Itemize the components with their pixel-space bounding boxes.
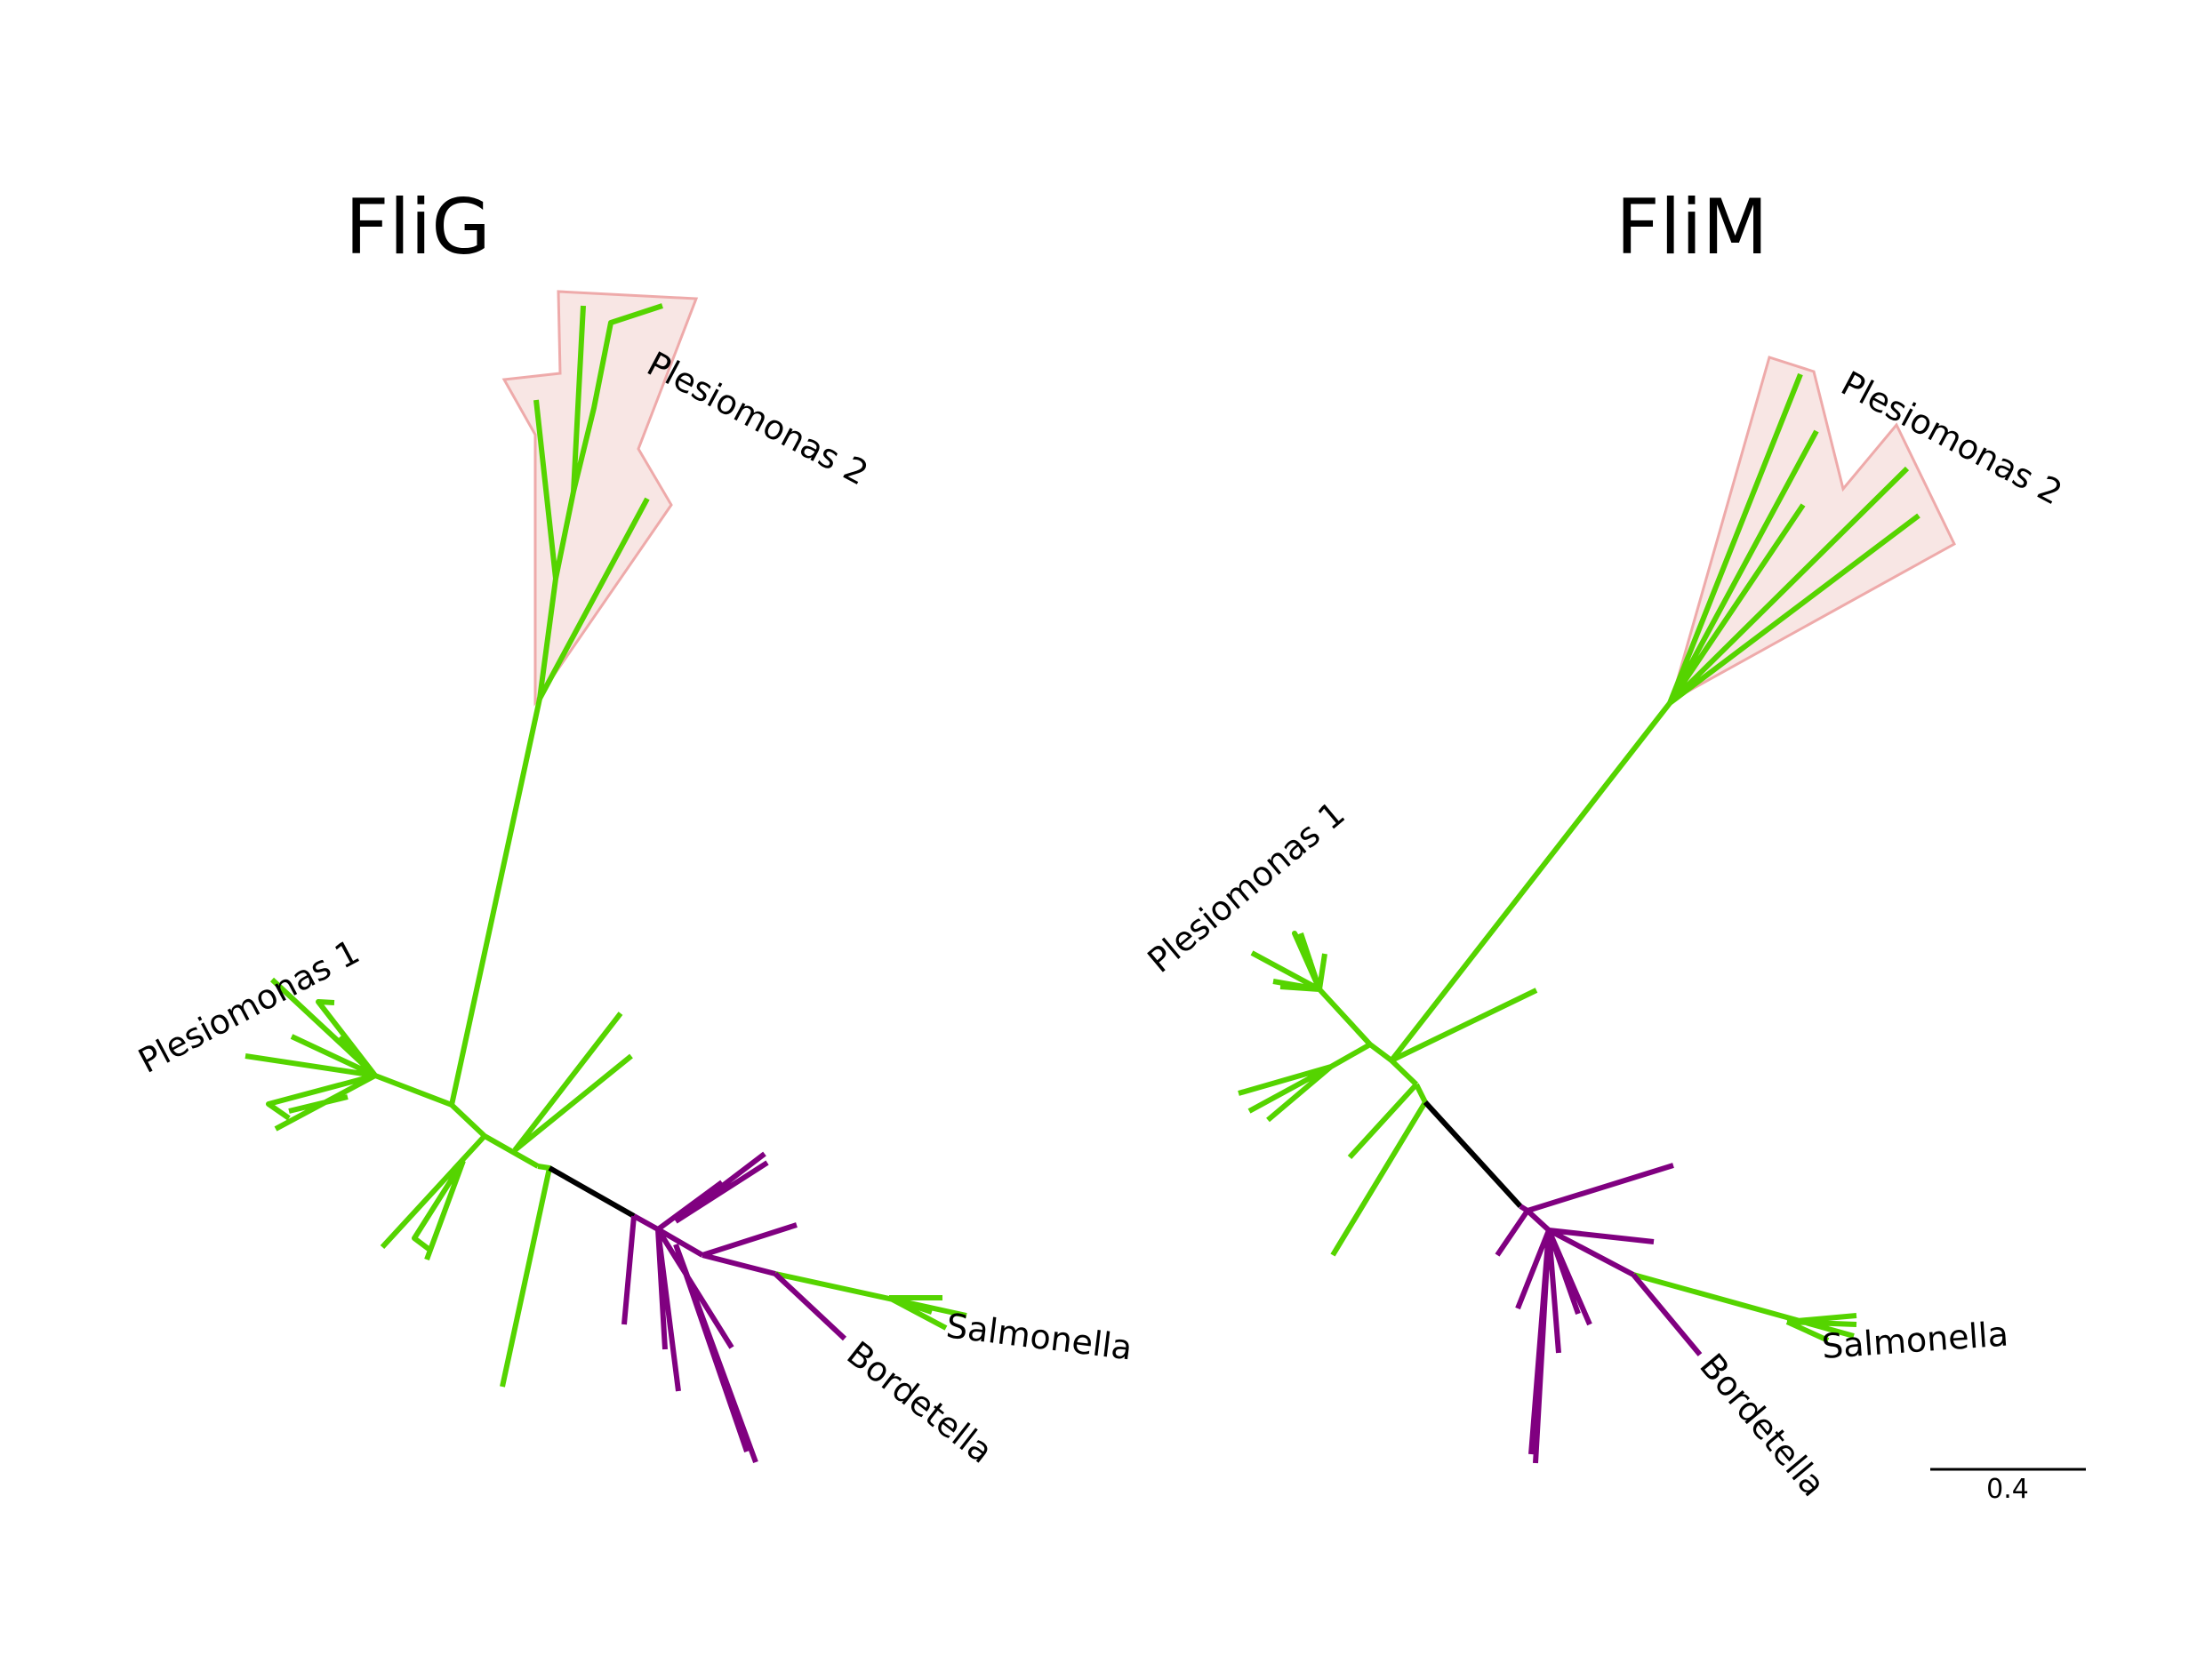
flig-panel: FliG Plesiomonas 2 Plesiomonas 1 Salmone… [132,183,1135,1471]
flig-green-branches [245,303,967,1388]
flim-panel: FliM Plesiomonas 2 Plesiomonas 1 Salmone… [1141,183,2069,1504]
flig-bordetella-label: Bordetella [839,1333,999,1470]
flim-purple-clade [1495,1163,1703,1464]
flig-plesiomonas-2-clade [533,303,663,700]
flim-green-inner-branches [1330,988,1538,1257]
flig-salmonella-branch [774,1271,967,1331]
flim-plesiomonas-2-highlight [1669,356,1956,704]
flig-green-inner-branches [380,1012,633,1388]
flig-salmonella-label: Salmonella [944,1306,1135,1367]
flim-title: FliM [1616,183,1768,272]
flig-connecting-branch [548,1165,636,1219]
flig-long-branch [449,698,542,1106]
flim-connecting-branch [1423,1100,1523,1209]
scale-bar-label: 0.4 [1986,1474,2029,1505]
flig-plesiomonas-1-clade [245,977,453,1132]
flim-purple-branches [1495,1163,1703,1464]
flim-salmonella-branch [1632,1272,1857,1343]
flig-plesiomonas-2-label: Plesiomonas 2 [641,344,875,493]
flim-long-branch [1389,701,1672,1062]
flim-plesiomonas-2-clade [1667,372,1920,706]
flig-purple-branches [621,1151,847,1464]
flig-purple-clade [621,1151,847,1464]
flig-title: FliG [345,183,491,272]
flim-plesiomonas-1-label: Plesiomonas 1 [1141,794,1352,980]
flim-plesiomonas-1-clade [1238,931,1393,1123]
flim-bordetella-label: Bordetella [1692,1347,1833,1504]
flim-green-branches [1238,372,1920,1343]
scale-bar: 0.4 [1930,1468,2086,1505]
